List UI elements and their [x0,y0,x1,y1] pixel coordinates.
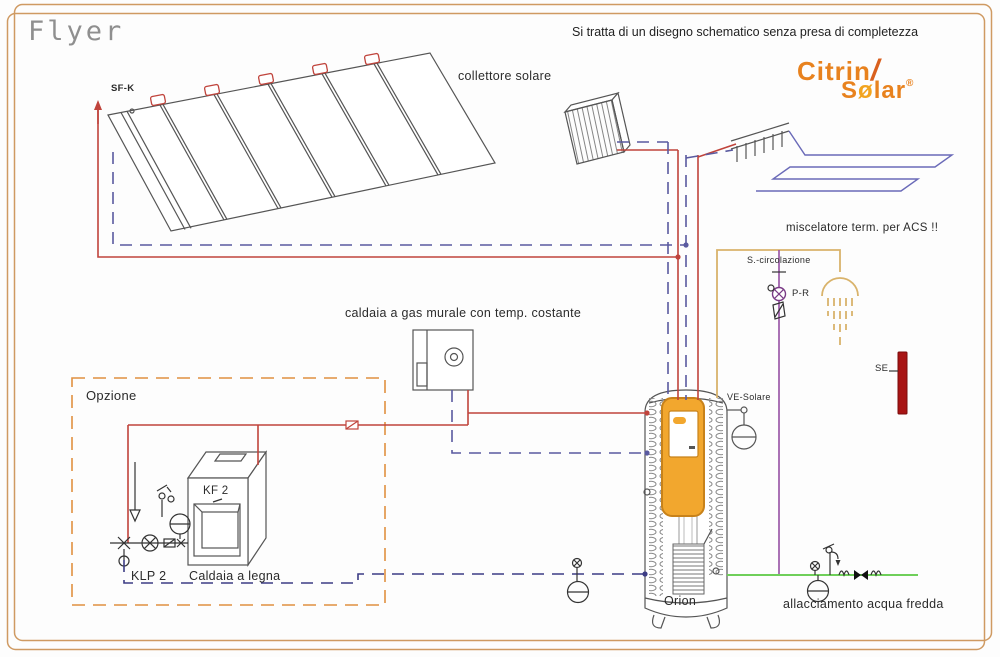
floor-heating-coil [756,130,955,192]
wood-pump-icon [141,534,159,552]
solar-expansion-vessel [727,406,757,450]
gas-boiler-pipes [451,390,651,496]
brand-logo: Citrin/ Sølar® [797,56,914,103]
label-collector-sensor: SF-K [111,83,135,94]
label-cold-water: allacciamento acqua fredda [783,597,944,611]
label-gas-boiler: caldaia a gas murale con temp. costante [345,306,582,320]
check-valve-red-line [345,420,359,430]
tank-inner-coil-left [649,398,663,596]
circulation-pipe [767,250,787,574]
check-valve-icon [838,570,850,578]
solar-supply-pipe [97,107,737,400]
wood-boiler-pipes [127,420,468,543]
label-mixer-note: miscelatore term. per ACS !! [786,222,939,234]
label-wood-boiler-sensor: KF 2 [203,485,229,497]
circulation-pump-icon [767,284,787,302]
solar-return-pipe [112,141,734,400]
shutoff-valve-icon [854,570,861,580]
safety-valve-icon [822,543,841,566]
wood-return-pipe [123,556,648,584]
tank-inner-coil-right [709,398,723,576]
pressure-gauge-icon [809,560,821,572]
label-wood-pump-group: KLP 2 [131,569,167,583]
gas-boiler [412,329,474,391]
label-tank-sensor: SE [875,363,889,374]
logo-line1: Citrin/ [797,54,881,87]
radiator [563,91,631,165]
shower-head [821,277,859,345]
label-storage-tank: Orion [664,594,697,608]
floor-heating-manifold [730,122,790,162]
cold-water-fittings [806,543,882,603]
page-frame [6,3,993,651]
wood-boiler [186,450,268,567]
logo-line2: Sølar® [841,77,915,104]
heating-expansion-vessel [566,557,590,604]
cold-water-line [712,567,918,576]
collector-connection-stubs [149,52,381,107]
logo-slash: / [870,54,881,87]
label-circulation-line: S.-circolazione [747,255,811,265]
tank-controller [661,397,705,517]
check-valve-icon-2 [870,570,882,578]
registered-mark: ® [906,78,915,89]
tank-solar-heat-exchanger [672,543,705,595]
label-solar-expansion-vessel: VE-Solare [727,392,771,402]
label-wood-boiler: Caldaia a legna [189,569,281,583]
label-option-box: Opzione [86,388,137,403]
page-title: Flyer [28,16,125,47]
option-box-frame [71,377,386,606]
disclaimer-note: Si tratta di un disegno schematico senza… [572,25,919,39]
sun-icon: ø [858,77,874,104]
tank-sensor-bar [889,351,908,415]
label-collector: collettore solare [458,69,552,83]
label-circulation-pump: P-R [792,288,810,299]
wood-boiler-mixing-group [110,484,191,567]
solar-collector [94,52,496,232]
